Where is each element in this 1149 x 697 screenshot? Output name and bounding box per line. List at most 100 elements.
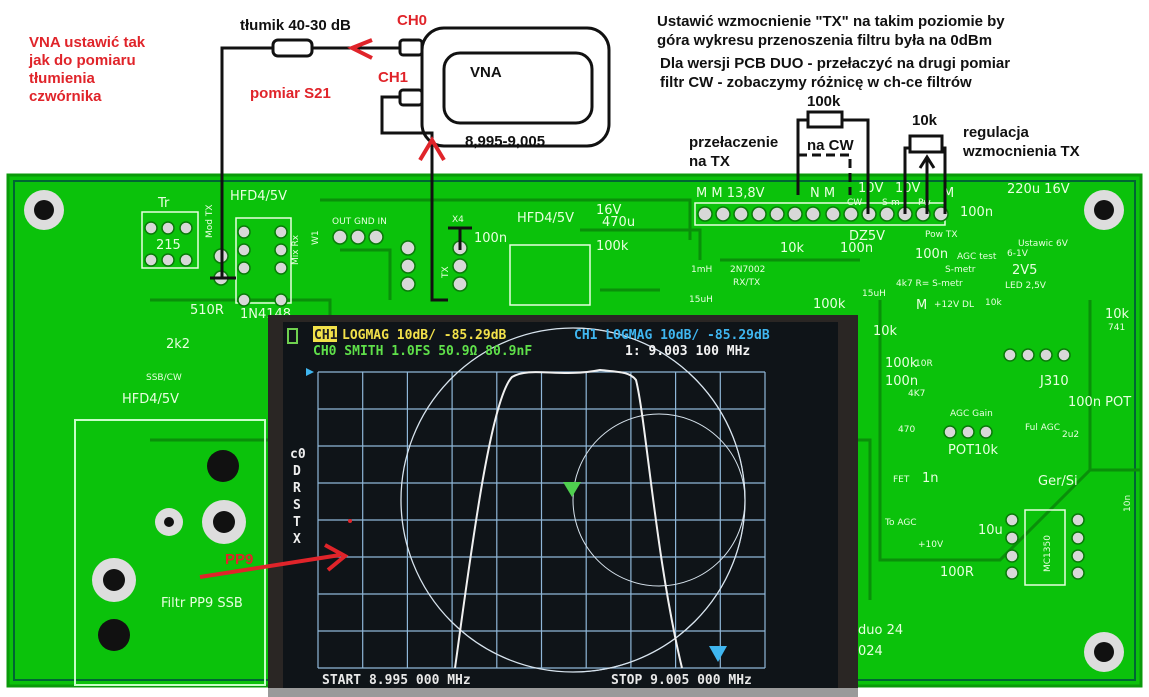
pcb-label: 10R xyxy=(915,359,933,369)
pcb-label: 10k xyxy=(780,241,805,256)
pcb-label: 2V5 xyxy=(1012,263,1037,278)
pcb-label: 100k xyxy=(885,356,918,371)
pcb-label: 024 xyxy=(858,644,883,659)
pcb-label: Filtr PP9 SSB xyxy=(161,596,243,611)
smith-arc xyxy=(572,327,746,501)
attenuator-label: tłumik 40-30 dB xyxy=(240,17,351,34)
pcb-label: 215 xyxy=(156,238,181,253)
side-menu[interactable]: c0 D R S T X xyxy=(290,447,306,547)
side-menu-item[interactable]: S xyxy=(293,498,301,513)
pcb-label: 100n xyxy=(960,205,993,220)
arrow-icon xyxy=(347,38,373,60)
arrow-icon xyxy=(418,136,446,162)
pcb-label: HFD4/5V xyxy=(122,392,179,407)
pcb-label: 470 xyxy=(898,425,915,435)
pcb-label: N M xyxy=(810,186,835,201)
pcb-label: 10V xyxy=(858,181,884,196)
pcb-label: MC1350 xyxy=(1043,535,1053,572)
filter-response-trace xyxy=(454,368,683,669)
start-frequency: START 8.995 000 MHz xyxy=(322,673,471,688)
pcb-label: 100k xyxy=(596,239,629,254)
arrow-icon xyxy=(324,543,349,572)
vna-setup-note: VNA ustawić tak xyxy=(29,34,146,51)
pcb-label: 10V xyxy=(895,181,921,196)
trace1-label: LOGMAG 10dB/ -85.29dB xyxy=(342,328,507,343)
side-menu-item[interactable]: X xyxy=(293,532,301,547)
tx-switch-label: przełaczenie xyxy=(689,134,778,151)
trace0-label: CH0 SMITH 1.0FS 50.9Ω 80.9nF xyxy=(313,344,532,359)
pcb-label: duo 24 xyxy=(858,623,903,638)
pcb-label: J310 xyxy=(1039,374,1069,389)
smith-arc xyxy=(572,499,746,673)
frequency-range-label: 8,995-9,005 xyxy=(465,133,545,150)
pcb-label: SSB/CW xyxy=(146,373,182,383)
mount-hole xyxy=(24,190,64,230)
cw-switch-label: na CW xyxy=(807,137,855,154)
pcb-label: Pow TX xyxy=(925,230,958,240)
gain-adjust-label: regulacja xyxy=(963,124,1030,141)
side-menu-item[interactable]: D xyxy=(293,464,301,479)
ch1-label: CH1 xyxy=(378,69,408,86)
pcb-label: CW xyxy=(847,198,862,208)
pcb-label: 6-1V xyxy=(1007,249,1029,259)
pcb-label: 4K7 xyxy=(908,389,925,399)
vna-setup-note: jak do pomiaru xyxy=(28,52,136,69)
pp9-label: PP9 xyxy=(225,551,253,568)
reference-marker-icon xyxy=(306,368,314,376)
pcb-label: 10k xyxy=(873,324,898,339)
pcb-label: OUT GND IN xyxy=(332,217,387,227)
vna-grid xyxy=(317,371,766,669)
pcb-label: 10k xyxy=(1105,307,1130,322)
attenuator-symbol xyxy=(271,38,314,58)
vna-label: VNA xyxy=(470,64,502,81)
wiring xyxy=(199,26,947,579)
pcb-label: 100n xyxy=(840,241,873,256)
pcb-label: 220u 16V xyxy=(1007,182,1070,197)
pcb-label: 10k xyxy=(985,298,1002,308)
component-pads xyxy=(141,211,1085,586)
pcb-label: To AGC xyxy=(884,518,917,528)
pcb-label: 510R xyxy=(190,303,224,318)
vna-screen-photo: CH1 LOGMAG 10dB/ -85.29dB CH0 SMITH 1.0F… xyxy=(268,315,858,697)
pcb-label: Tr xyxy=(157,196,170,211)
pcb-label: 1mH xyxy=(691,265,712,275)
battery-icon xyxy=(287,328,298,344)
duo-note: Dla wersji PCB DUO - przełaczyć na drugi… xyxy=(660,55,1010,72)
pcb-label: DZ5V xyxy=(849,229,885,244)
trace1-right-label: CH1 LOGMAG 10dB/ -85.29dB xyxy=(574,328,770,343)
pcb-label: Ustawic 6V xyxy=(1018,239,1069,249)
pcb-label: 4k7 R= S-metr xyxy=(896,279,963,289)
marker-ch0-icon xyxy=(563,482,581,497)
side-menu-item[interactable]: c0 xyxy=(290,447,306,462)
pcb-label: AGC Gain xyxy=(950,409,993,419)
pcb-label: POT10k xyxy=(948,443,999,458)
tx-gain-note: góra wykresu przenoszenia filtru była na… xyxy=(657,32,992,49)
pcb-label: HFD4/5V xyxy=(230,189,287,204)
pcb-label: M xyxy=(916,298,927,313)
mount-hole xyxy=(1084,632,1124,672)
side-menu-item[interactable]: R xyxy=(293,481,301,496)
measurement-label: pomiar S21 xyxy=(250,85,331,102)
pcb-label: Mod TX xyxy=(205,204,215,238)
pcb-label: M M 13,8V xyxy=(696,186,765,201)
stop-frequency: STOP 9.005 000 MHz xyxy=(611,673,752,688)
pcb-label: S-metr xyxy=(945,265,976,275)
pcb-label: HFD4/5V xyxy=(517,211,574,226)
pcb-label: 2u2 xyxy=(1062,430,1079,440)
pcb-label: X4 xyxy=(452,215,464,225)
pcb-label: Mix Rx xyxy=(291,234,301,265)
pcb-label: 2N7002 xyxy=(730,265,765,275)
pcb-label: 100n xyxy=(474,231,507,246)
pcb-label: 10u xyxy=(978,523,1003,538)
annotations: VNA ustawić tak jak do pomiaru tłumienia… xyxy=(28,12,1080,568)
pcb-label: 470u xyxy=(602,215,635,230)
gain-adjust-label: wzmocnienia TX xyxy=(962,143,1080,160)
vna-setup-note: czwórnika xyxy=(29,88,102,105)
pcb-label: 741 xyxy=(1108,323,1125,333)
pcb-label: W1 xyxy=(311,230,321,245)
pcb-label: 100k xyxy=(813,297,846,312)
pot-10k-label: 10k xyxy=(912,112,938,129)
pcb-label: 100R xyxy=(940,565,974,580)
pcb-label: AGC test xyxy=(957,252,997,262)
side-menu-item[interactable]: T xyxy=(293,515,301,530)
